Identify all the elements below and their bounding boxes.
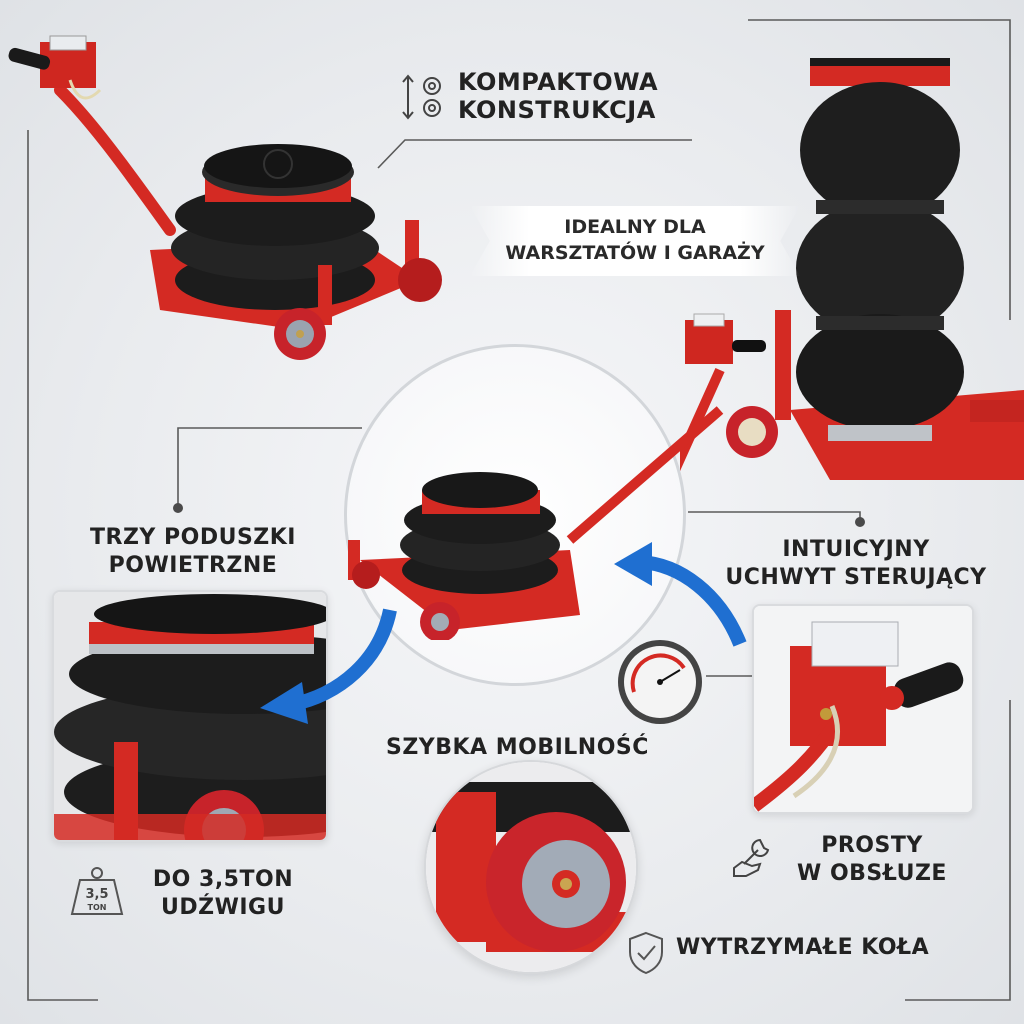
label-ideal-line1: IDEALNY DLA: [564, 216, 706, 238]
label-simple-line2: W OBSŁUZE: [797, 861, 947, 886]
bags-closeup-panel: [52, 590, 328, 842]
jack-compact-image: [8, 35, 442, 360]
label-three-bags-line1: TRZY PODUSZKI: [90, 525, 296, 550]
label-capacity: DO 3,5TON UDŹWIGU: [138, 866, 308, 922]
label-handle-line2: UCHWYT STERUJĄCY: [725, 565, 987, 590]
pressure-gauge-icon: [618, 640, 702, 724]
weight-icon: 3,5 TON: [70, 867, 124, 915]
jack-center-image: [348, 406, 724, 640]
blue-arrow-right: [614, 542, 747, 647]
label-handle: INTUICYJNY UCHWYT STERUJĄCY: [706, 536, 1006, 592]
label-mobility: SZYBKA MOBILNOŚĆ: [386, 735, 649, 760]
label-three-bags: TRZY PODUSZKI POWIETRZNE: [78, 524, 308, 580]
label-capacity-line1: DO 3,5TON: [152, 867, 294, 892]
label-wheels: WYTRZYMAŁE KOŁA: [676, 935, 930, 960]
label-ideal: IDEALNY DLA WARSZTATÓW I GARAŻY: [470, 214, 800, 266]
shield-check-icon: [629, 931, 663, 975]
weight-badge-unit: TON: [88, 903, 107, 912]
label-simple: PROSTY W OBSŁUZE: [784, 832, 960, 888]
gear-height-icon: [402, 74, 441, 120]
label-handle-line1: INTUICYJNY: [782, 537, 930, 562]
label-compact-line2: KONSTRUKCJA: [458, 96, 656, 124]
weight-badge-number: 3,5: [85, 887, 108, 902]
label-compact: KOMPAKTOWA KONSTRUKCJA: [458, 68, 658, 124]
label-capacity-line2: UDŹWIGU: [161, 895, 285, 920]
ribbon-ideal: [470, 206, 800, 276]
bags-closeup-image: [54, 592, 326, 840]
blue-arrow-left: [260, 608, 397, 724]
label-compact-line1: KOMPAKTOWA: [458, 68, 659, 96]
wrench-hand-icon: [733, 838, 770, 877]
wheel-closeup-circle: [424, 760, 638, 974]
handle-closeup-image: [754, 606, 972, 812]
wheel-closeup-image: [426, 762, 636, 972]
label-ideal-line2: WARSZTATÓW I GARAŻY: [505, 242, 765, 264]
jack-tall-image: [680, 58, 1024, 480]
label-simple-line1: PROSTY: [821, 833, 923, 858]
handle-closeup-panel: [752, 604, 974, 814]
label-three-bags-line2: POWIETRZNE: [108, 553, 278, 578]
